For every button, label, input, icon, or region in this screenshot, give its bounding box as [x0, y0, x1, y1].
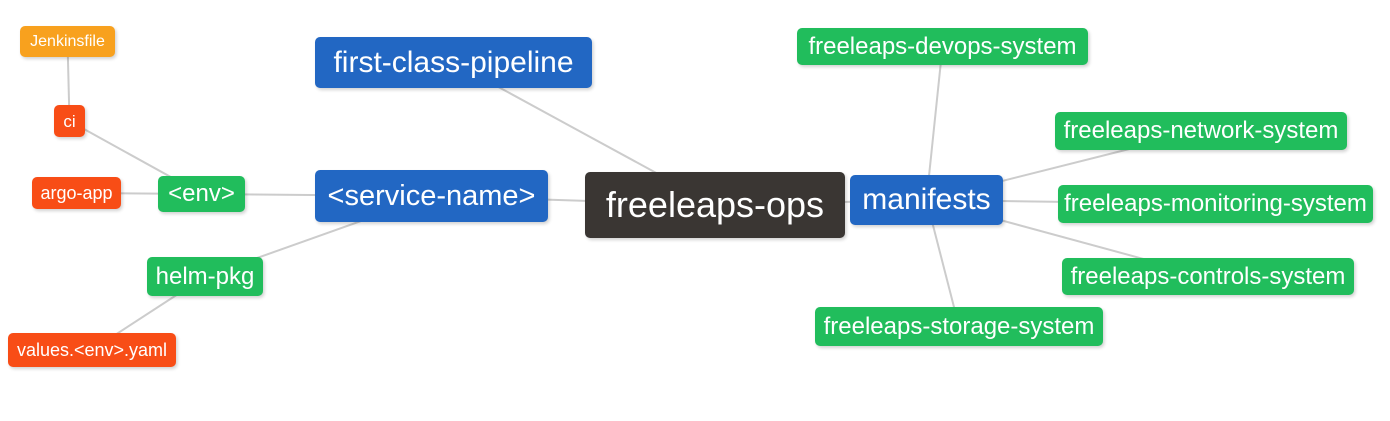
node-env[interactable]: <env>: [158, 176, 245, 212]
node-label-jenkinsfile: Jenkinsfile: [30, 32, 105, 50]
node-freeleaps-ops[interactable]: freeleaps-ops: [585, 172, 845, 238]
node-jenkinsfile[interactable]: Jenkinsfile: [20, 26, 115, 57]
node-service-name[interactable]: <service-name>: [315, 170, 548, 222]
node-label-service-name: <service-name>: [327, 179, 536, 212]
node-monitoring-system[interactable]: freeleaps-monitoring-system: [1058, 185, 1373, 223]
node-first-class-pipeline[interactable]: first-class-pipeline: [315, 37, 592, 88]
node-helm-pkg[interactable]: helm-pkg: [147, 257, 263, 296]
node-network-system[interactable]: freeleaps-network-system: [1055, 112, 1347, 150]
node-storage-system[interactable]: freeleaps-storage-system: [815, 307, 1103, 346]
node-manifests[interactable]: manifests: [850, 175, 1003, 225]
node-values-env-yaml[interactable]: values.<env>.yaml: [8, 333, 176, 367]
node-label-values-env-yaml: values.<env>.yaml: [16, 340, 168, 360]
node-label-first-class-pipeline: first-class-pipeline: [333, 45, 574, 79]
node-label-helm-pkg: helm-pkg: [155, 262, 255, 290]
node-label-env: <env>: [168, 180, 235, 207]
node-label-storage-system: freeleaps-storage-system: [823, 312, 1095, 340]
node-label-manifests: manifests: [862, 183, 991, 216]
node-ci[interactable]: ci: [54, 105, 85, 137]
node-label-controls-system: freeleaps-controls-system: [1070, 262, 1346, 290]
node-label-ci: ci: [63, 111, 76, 131]
node-label-network-system: freeleaps-network-system: [1063, 117, 1339, 144]
edge-manifests-devops-system: [925, 46, 944, 201]
node-label-freeleaps-ops: freeleaps-ops: [605, 184, 825, 225]
node-label-devops-system: freeleaps-devops-system: [808, 32, 1077, 60]
node-argo-app[interactable]: argo-app: [32, 177, 121, 209]
node-label-argo-app: argo-app: [40, 183, 113, 203]
node-devops-system[interactable]: freeleaps-devops-system: [797, 28, 1088, 65]
node-label-monitoring-system: freeleaps-monitoring-system: [1064, 190, 1367, 217]
node-controls-system[interactable]: freeleaps-controls-system: [1062, 258, 1354, 295]
